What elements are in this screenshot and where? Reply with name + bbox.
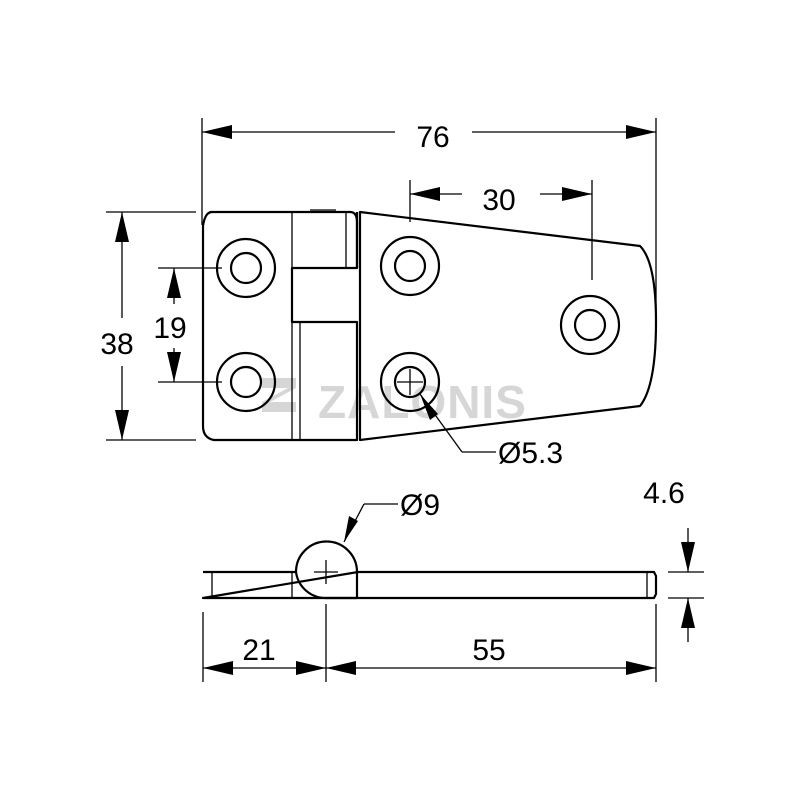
arrow-right [626,661,656,675]
dimension-overall-length: 76 [201,118,657,310]
dimension-label-hole-diameter: Ø5.3 [498,437,563,470]
knuckle-circle [294,540,359,600]
dimension-label-55: 55 [472,634,505,667]
arrow-down [681,542,695,572]
hole-right-bottom-outer [379,351,441,413]
hole-left-bottom-inner [229,365,263,399]
arrow-right [296,661,326,675]
side-leaf-outline [201,570,658,600]
watermark: ZALONIS [262,376,527,428]
hole-right-top-outer [379,235,441,297]
hole-left-top-outer [215,237,277,299]
dimension-label-38: 38 [100,328,133,361]
hinge-side-view [201,540,658,600]
dimension-thickness: 4.6 [643,477,704,642]
arrow-right [562,187,592,201]
dimension-label-19: 19 [153,312,186,345]
arrow-right [626,125,656,139]
arrow-left [202,125,232,139]
dimension-hole-spacing-horizontal: 30 [409,180,593,280]
zalonis-logo-icon [262,378,296,412]
arrow-up [681,598,695,628]
arrow-up [115,212,129,242]
dimension-height: 38 [100,211,196,441]
dimension-label-21: 21 [242,634,275,667]
arrow-left [410,187,440,201]
leader-arrow [420,394,438,420]
dimension-label-thickness: 4.6 [643,477,685,510]
leader-arrow [344,516,358,542]
left-leaf-outline [201,210,292,442]
arrow-left [326,661,356,675]
arrow-down [167,352,181,382]
arrow-down [115,410,129,440]
hinge-top-view [201,209,658,442]
hole-right-top-inner [393,249,427,283]
dimension-knuckle-diameter: Ø9 [343,489,440,543]
arrow-left [203,661,233,675]
hole-left-top-inner [229,251,263,285]
dimension-label-knuckle-diameter: Ø9 [400,489,440,522]
dimension-hole-diameter: Ø5.3 [419,393,563,470]
right-leaf-outline [358,210,658,442]
dimension-leaf-lengths: 21 55 [202,604,657,682]
arrow-up [167,268,181,298]
dimension-label-30: 30 [482,184,515,217]
dimension-hole-spacing-vertical: 19 [153,267,222,383]
hole-far-right-outer [559,294,621,356]
dimension-label-76: 76 [416,121,449,154]
hole-far-right-inner [573,308,607,342]
hole-right-bottom-inner [393,365,427,399]
watermark-text: ZALONIS [318,376,527,428]
